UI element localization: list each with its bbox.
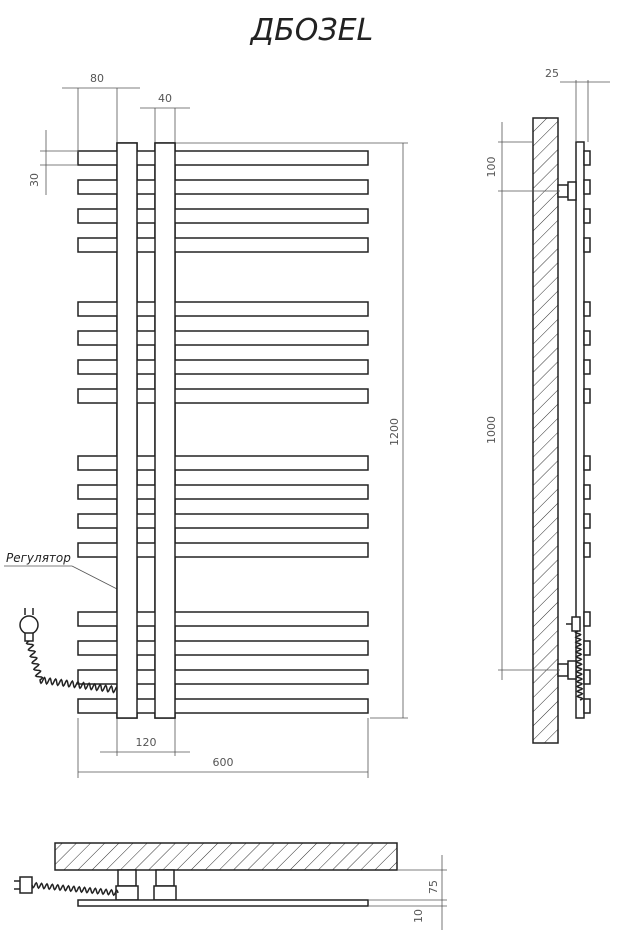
mount-bracket-bottom [557,660,577,680]
side-cable-coil [574,630,584,701]
side-pipe [575,141,585,719]
side-bar-end [583,150,591,166]
dim-total-height: 1200 [388,418,401,446]
side-bar-end [583,640,591,656]
horizontal-bar [77,208,369,224]
dim-axis-distance: 120 [136,736,157,749]
front-view: Регулятор 80 40 30 1200 120 [4,72,408,778]
horizontal-bar [77,359,369,375]
top-view: 75 10 [14,842,447,930]
dim-pipe-width: 40 [158,92,172,105]
side-bar-end [583,484,591,500]
horizontal-bar [77,611,369,627]
top-mount-left [115,869,139,901]
side-bar-end [583,179,591,195]
side-bar-end [583,388,591,404]
dim-pipe-spacing: 80 [90,72,104,85]
side-bar-end [583,669,591,685]
dim-wall-offset: 25 [545,67,559,80]
horizontal-bars [77,150,369,714]
side-bar-end [583,330,591,346]
horizontal-bar [77,669,369,685]
horizontal-bar [77,698,369,714]
dim-depth: 75 [427,880,440,894]
horizontal-bar [77,301,369,317]
plug-icon [19,608,39,642]
horizontal-bar [77,455,369,471]
cable-coil [25,640,119,694]
horizontal-bar [77,330,369,346]
horizontal-bar [77,150,369,166]
regulator-leader [71,565,120,591]
wall-section-top [54,842,398,871]
horizontal-bar [77,513,369,529]
regulator-label: Регулятор [6,551,71,565]
horizontal-bar [77,388,369,404]
horizontal-bar [77,484,369,500]
mount-bracket-top [557,181,577,201]
top-plug-icon [14,876,33,894]
dim-total-width: 600 [213,756,234,769]
side-bar-end [583,237,591,253]
horizontal-bar [77,179,369,195]
side-bar-end [583,359,591,375]
horizontal-bar [77,640,369,656]
dim-depth-small: 10 [412,909,425,923]
side-bar-end [583,698,591,714]
vertical-pipe-right-outline [154,142,176,719]
side-view: 25 100 1000 [485,67,610,744]
wall-section [532,117,559,744]
side-bar-end [583,513,591,529]
side-bar-end [583,301,591,317]
side-bar-end [583,455,591,471]
side-bar-end [583,542,591,558]
dim-mount-spacing: 1000 [485,416,498,444]
side-bar-ends [583,150,591,714]
dim-mount-top: 100 [485,157,498,178]
side-bar-end [583,208,591,224]
top-radiator-bar [77,899,369,907]
top-cable-coil [31,881,119,897]
horizontal-bar [77,237,369,253]
horizontal-bar [77,542,369,558]
vertical-pipe-left-outline [116,142,138,719]
top-mount-right [153,869,177,901]
dim-bar-height: 30 [28,173,41,187]
side-bar-end [583,611,591,627]
drawing-title: ДБОЗEL [249,13,374,48]
side-regulator [566,616,581,632]
